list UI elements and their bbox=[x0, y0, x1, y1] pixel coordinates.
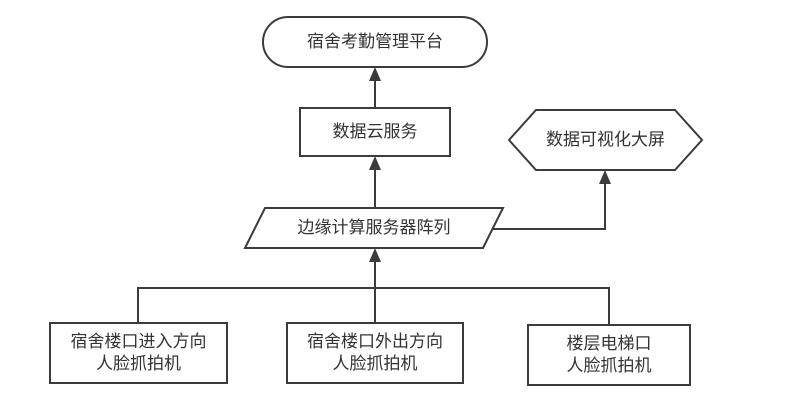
connector-camera-bus bbox=[137, 287, 610, 325]
connector-servers-to-screen bbox=[490, 184, 606, 230]
arrowhead-to-platform-icon bbox=[369, 67, 381, 81]
platform-node-shape bbox=[262, 16, 488, 68]
camera-entry-node-shape bbox=[49, 322, 228, 384]
camera-exit-node-shape bbox=[286, 322, 464, 384]
arrowhead-to-cloud-icon bbox=[369, 156, 381, 170]
camera-elevator-node-shape bbox=[527, 324, 691, 386]
edge-servers-node-shape bbox=[243, 207, 505, 249]
cloud-service-node-shape bbox=[299, 107, 451, 157]
arrowhead-to-screen-icon bbox=[599, 170, 611, 184]
data-screen-node-shape bbox=[507, 109, 704, 171]
arrowhead-to-servers-icon bbox=[369, 248, 381, 262]
